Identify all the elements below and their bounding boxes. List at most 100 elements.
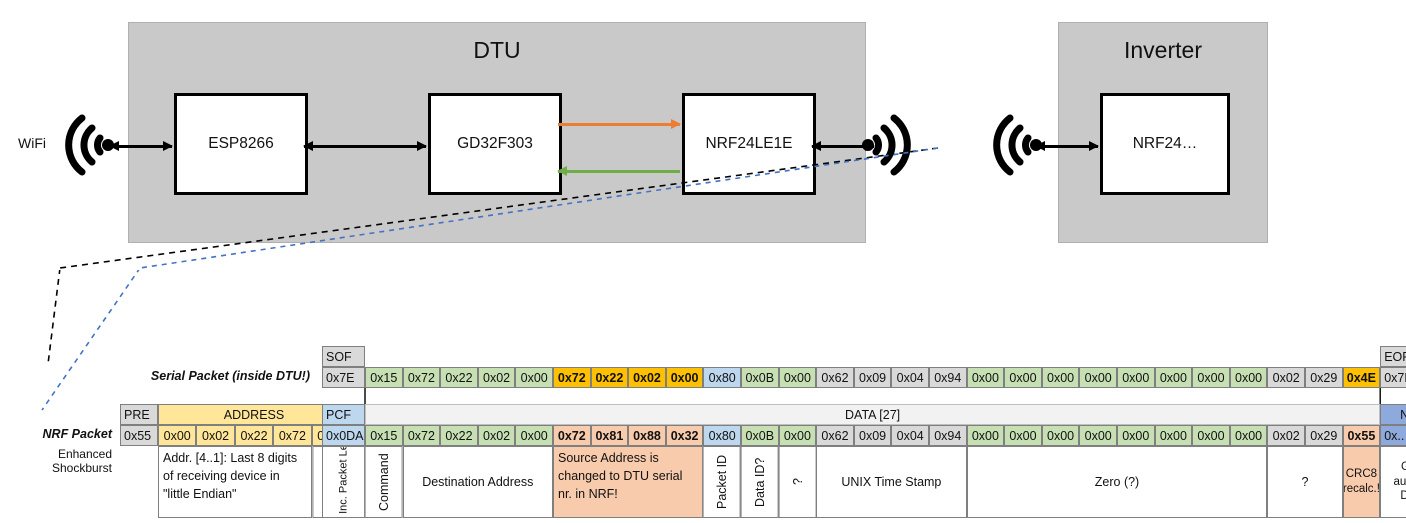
serial-byte-2: 0x22 — [440, 367, 478, 388]
serial-sof-header: SOF — [322, 346, 365, 367]
serial-byte-25: 0x29 — [1305, 367, 1343, 388]
nrf-address-byte-3: 0x72 — [273, 425, 312, 446]
nrf-byte-25: 0x29 — [1305, 425, 1343, 446]
serial-byte-14: 0x04 — [891, 367, 929, 388]
serial-byte-18: 0x00 — [1041, 367, 1080, 388]
nrf-byte-2: 0x22 — [440, 425, 478, 446]
nrf-address-byte-2: 0x22 — [234, 425, 274, 446]
serial-byte-11: 0x00 — [778, 367, 817, 388]
nrf-data-header: DATA [27] — [365, 404, 1381, 425]
chip-gd32f303[interactable]: GD32F303 — [428, 93, 562, 195]
annotation-unknown-tail: ? — [1267, 446, 1343, 518]
nrf-crc-header: NRF CRC — [1380, 404, 1406, 425]
nrf-byte-12: 0x62 — [816, 425, 854, 446]
nrf-byte-23: 0x00 — [1229, 425, 1268, 446]
annotation-packet-id: Packet ID — [703, 446, 741, 518]
nrf-byte-5: 0x72 — [553, 425, 591, 446]
nrf-byte-18: 0x00 — [1041, 425, 1080, 446]
callout-leader-lines — [59, 147, 939, 269]
nrf-address-header: ADDRESS — [158, 404, 350, 425]
serial-byte-6: 0x22 — [590, 367, 629, 388]
nrf-byte-4: 0x00 — [515, 425, 553, 446]
serial-sof-value: 0x7E — [322, 367, 365, 388]
nrf-byte-1: 0x72 — [402, 425, 441, 446]
nrf-packet-row-label: NRF Packet — [42, 427, 112, 441]
serial-byte-5: 0x72 — [553, 367, 591, 388]
nrf-byte-20: 0x00 — [1117, 425, 1155, 446]
serial-byte-7: 0x02 — [628, 367, 666, 388]
nrf-address-byte-1: 0x02 — [196, 425, 235, 446]
nrf-byte-7: 0x88 — [628, 425, 666, 446]
serial-byte-0: 0x15 — [365, 367, 403, 388]
annotation-unix-time-stamp: UNIX Time Stamp — [816, 446, 967, 518]
nrf-byte-9: 0x80 — [703, 425, 741, 446]
nrf-crc-byte-0: 0x.. — [1380, 425, 1406, 446]
serial-byte-22: 0x00 — [1192, 367, 1230, 388]
nrf-byte-19: 0x00 — [1079, 425, 1117, 446]
serial-byte-9: 0x80 — [703, 367, 741, 388]
annotation-packet-length: 9 Bit! Inc. Packet Length — [322, 446, 365, 518]
arrow-nrf24le1e-to-antenna — [811, 141, 875, 151]
serial-byte-20: 0x00 — [1117, 367, 1155, 388]
arrow-nrf24le1e-to-gd32f303-response — [557, 166, 680, 176]
serial-byte-24: 0x02 — [1267, 367, 1305, 388]
nrf-byte-17: 0x00 — [1004, 425, 1042, 446]
serial-byte-23: 0x00 — [1229, 367, 1268, 388]
nrf-byte-3: 0x02 — [477, 425, 516, 446]
nrf-packet-row-sublabel: Enhanced Shockburst — [51, 447, 112, 475]
arrow-antenna-to-nrf24 — [1035, 141, 1099, 151]
nrf-byte-15: 0x94 — [929, 425, 967, 446]
wifi-label: WiFi — [18, 135, 46, 151]
callout-leader-lines-lower — [41, 270, 140, 411]
nrf-byte-14: 0x04 — [891, 425, 929, 446]
arrow-wifi-to-esp8266 — [109, 141, 173, 151]
nrf-byte-6: 0x81 — [590, 425, 629, 446]
arrow-esp8266-to-gd32f303 — [303, 141, 427, 151]
serial-byte-21: 0x00 — [1154, 367, 1193, 388]
annotation-zero: Zero (?) — [966, 446, 1268, 518]
serial-byte-26: 0x4E — [1342, 367, 1381, 388]
annotation-crc8: CRC8 recalc.! — [1342, 446, 1381, 518]
serial-byte-1: 0x72 — [402, 367, 441, 388]
annotation-address-note: Addr. [4..1]: Last 8 digits of receiving… — [158, 446, 312, 518]
arrow-gd32f303-to-nrf24le1e-request — [558, 119, 681, 129]
nrf-byte-13: 0x09 — [853, 425, 892, 446]
nrf-byte-0: 0x15 — [365, 425, 403, 446]
nrf-pcf-value: 0x0DA — [322, 425, 365, 446]
annotation-nrf-crc-note: Generated automatically. Dont Care! — [1380, 446, 1406, 518]
nrf-pre-value: 0x55 — [120, 425, 158, 446]
serial-byte-19: 0x00 — [1079, 367, 1117, 388]
nrf-pcf-header: PCF — [322, 404, 365, 425]
serial-byte-3: 0x02 — [477, 367, 516, 388]
annotation-command: Command — [365, 446, 403, 518]
serial-byte-12: 0x62 — [816, 367, 854, 388]
block-diagram: DTU Inverter ESP8266 GD32F303 NRF24LE1E … — [18, 22, 1268, 269]
serial-byte-16: 0x00 — [966, 367, 1005, 388]
serial-byte-8: 0x00 — [665, 367, 704, 388]
nrf-byte-11: 0x00 — [778, 425, 817, 446]
dtu-title: DTU — [473, 37, 521, 63]
serial-byte-17: 0x00 — [1004, 367, 1042, 388]
nrf-byte-10: 0x0B — [741, 425, 779, 446]
nrf-byte-21: 0x00 — [1154, 425, 1193, 446]
nrf-byte-26: 0x55 — [1342, 425, 1381, 446]
serial-byte-15: 0x94 — [929, 367, 967, 388]
annotation-destination-address: Destination Address — [402, 446, 553, 518]
nrf-address-byte-0: 0x00 — [158, 425, 197, 446]
nrf-byte-24: 0x02 — [1267, 425, 1305, 446]
nrf-byte-22: 0x00 — [1192, 425, 1230, 446]
inverter-title: Inverter — [1124, 37, 1202, 63]
annotation-unknown-mark: ? — [778, 446, 817, 518]
annotation-data-id: Data ID? — [741, 446, 779, 518]
serial-packet-row-label: Serial Packet (inside DTU!) — [150, 369, 310, 383]
annotation-source-address-note: Source Address is changed to DTU serial … — [553, 446, 704, 518]
serial-byte-4: 0x00 — [515, 367, 553, 388]
nrf-byte-16: 0x00 — [966, 425, 1005, 446]
serial-eof-header: EOF — [1380, 346, 1406, 367]
nrf-byte-8: 0x32 — [665, 425, 704, 446]
serial-eof-value: 0x7F — [1380, 367, 1406, 388]
serial-byte-10: 0x0B — [741, 367, 779, 388]
nrf-pre-header: PRE — [120, 404, 158, 425]
chip-nrf24-inverter[interactable]: NRF24… — [1100, 93, 1230, 195]
